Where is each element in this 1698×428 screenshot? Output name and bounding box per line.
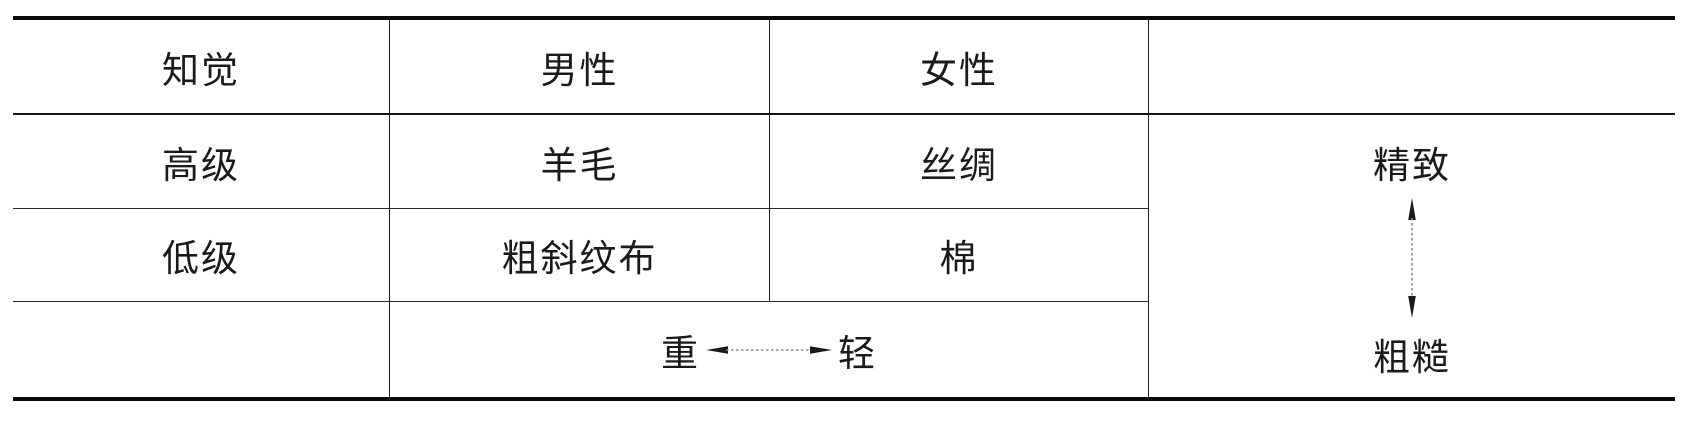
vertical-double-arrow-icon [1408, 198, 1416, 318]
level-high-label: 高级 [162, 143, 240, 187]
texture-coarse-label: 粗糙 [1373, 336, 1451, 379]
row-cell-female-fabric: 棉 [770, 209, 1149, 302]
fabric-silk-label: 丝绸 [920, 143, 998, 187]
perception-table: 知觉 男性 女性 精致 粗糙 高级 羊毛 丝绸 [13, 16, 1675, 401]
header-female-label: 女性 [920, 48, 998, 92]
table-grid: 知觉 男性 女性 精致 粗糙 高级 羊毛 丝绸 [13, 20, 1675, 397]
row-cell-level: 高级 [13, 115, 390, 209]
bottom-empty-cell [13, 302, 390, 397]
fabric-denim-label: 粗斜纹布 [501, 237, 658, 280]
header-male-label: 男性 [540, 48, 619, 92]
fabric-wool-label: 羊毛 [540, 143, 619, 187]
fabric-cotton-label: 棉 [939, 237, 979, 280]
row-cell-male-fabric: 粗斜纹布 [390, 209, 770, 302]
weight-axis-cell: 重 轻 [390, 302, 1149, 397]
row-cell-female-fabric: 丝绸 [770, 115, 1149, 209]
header-cell-empty [1149, 20, 1675, 115]
header-cell-perception: 知觉 [13, 20, 390, 115]
row-cell-male-fabric: 羊毛 [390, 115, 770, 209]
row-cell-level: 低级 [13, 209, 390, 302]
weight-light-label: 轻 [838, 331, 877, 375]
texture-fine-label: 精致 [1373, 144, 1451, 187]
header-cell-female: 女性 [770, 20, 1149, 115]
weight-heavy-label: 重 [661, 331, 700, 375]
header-cell-male: 男性 [390, 20, 770, 115]
header-perception-label: 知觉 [162, 48, 240, 92]
texture-axis-cell: 精致 粗糙 [1149, 115, 1675, 397]
level-low-label: 低级 [162, 237, 240, 280]
horizontal-double-arrow-icon [706, 345, 832, 354]
